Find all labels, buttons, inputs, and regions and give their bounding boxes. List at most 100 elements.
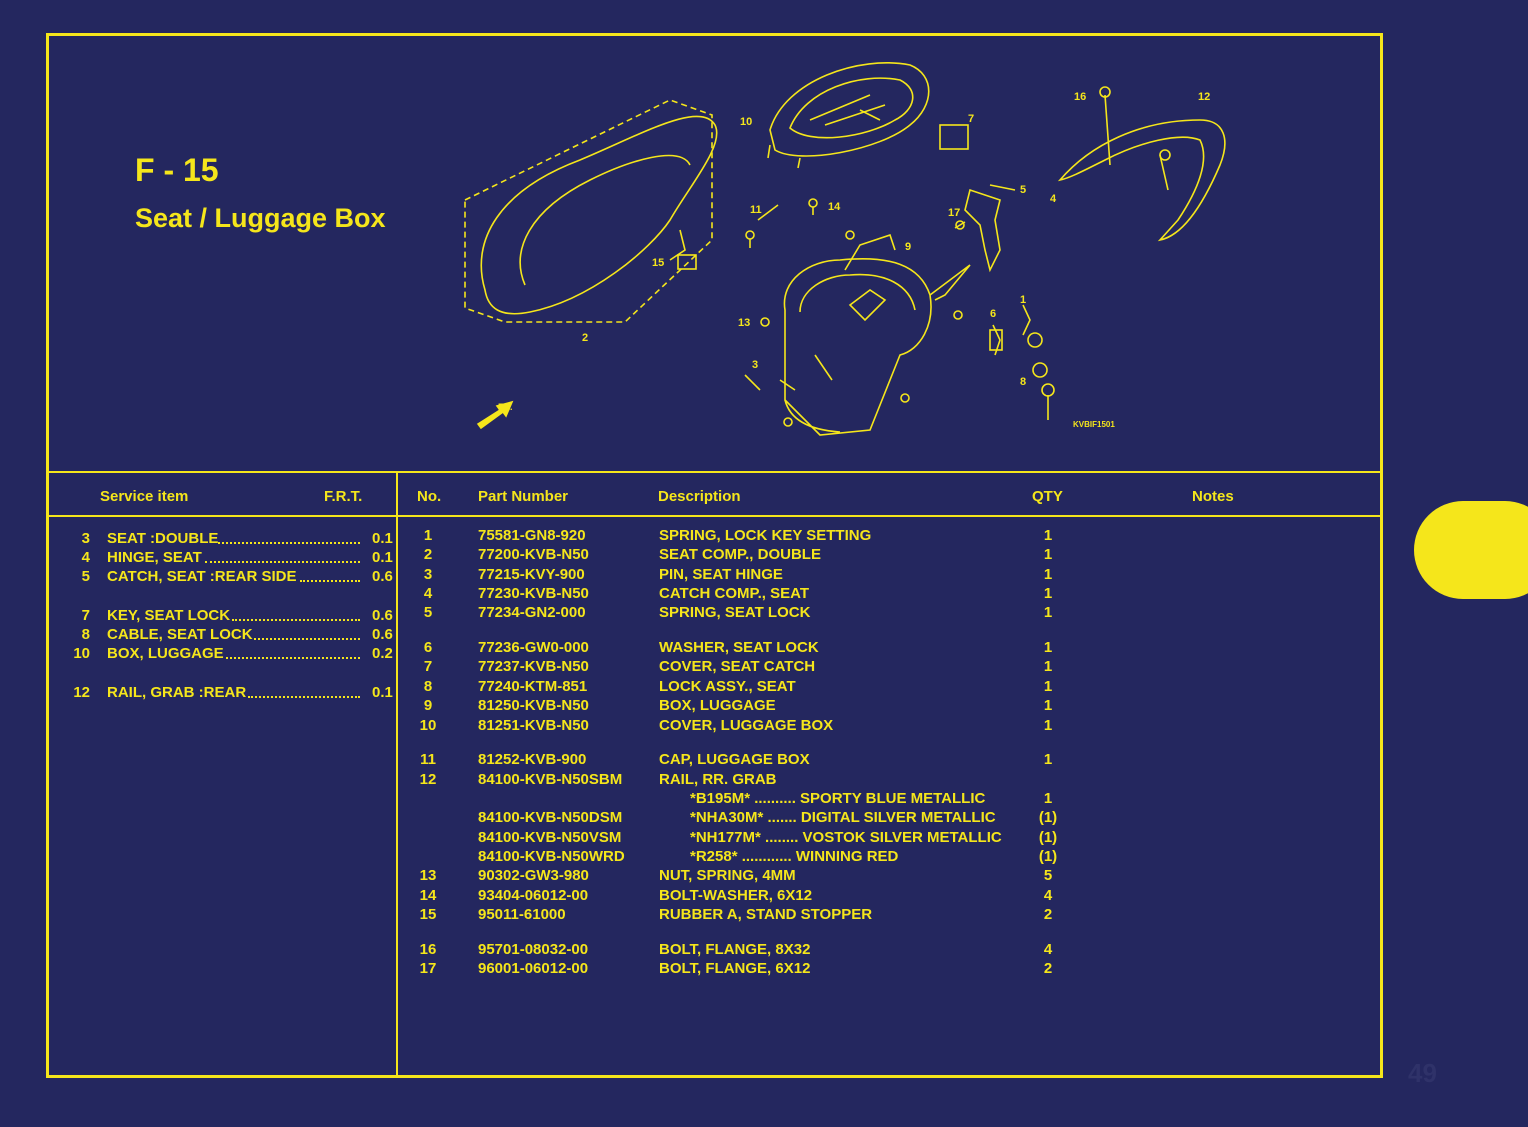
service-item-no: 12 <box>73 684 90 701</box>
front-label: FR. <box>498 402 513 412</box>
leader-dots <box>218 542 360 544</box>
diagram-code: KVBIF1501 <box>1073 420 1115 429</box>
part-number: 77237-KVB-N50 <box>478 658 589 675</box>
part-description: SEAT COMP., DOUBLE <box>659 546 821 563</box>
part-no: 5 <box>423 604 433 621</box>
service-item-name: BOX, LUGGAGE <box>107 645 224 662</box>
notes-header: Notes <box>1192 488 1234 505</box>
part-no: 9 <box>423 697 433 714</box>
part-qty: 4 <box>1043 887 1053 904</box>
part-number: 95701-08032-00 <box>478 941 589 958</box>
part-description: LOCK ASSY., SEAT <box>659 678 796 695</box>
part-number: 77234-GN2-000 <box>478 604 586 621</box>
part-description: *NH177M* ........ VOSTOK SILVER METALLIC <box>690 829 1002 846</box>
column-divider <box>396 472 398 1078</box>
header-divider <box>48 471 1382 473</box>
leader-dots <box>205 561 360 563</box>
callout-16: 16 <box>1074 91 1086 103</box>
service-item-no: 7 <box>81 607 90 624</box>
service-item-frt: 0.1 <box>372 684 393 701</box>
leader-dots <box>232 619 360 621</box>
service-item-name: RAIL, GRAB :REAR <box>107 684 247 701</box>
service-item-header: Service item <box>100 488 189 505</box>
part-qty: 1 <box>1043 639 1053 656</box>
callout-12: 12 <box>1198 91 1210 103</box>
part-description: BOX, LUGGAGE <box>659 697 776 714</box>
part-number: 96001-06012-00 <box>478 960 589 977</box>
service-item-frt: 0.1 <box>372 549 393 566</box>
part-description: *R258* ............ WINNING RED <box>690 848 899 865</box>
part-description: *NHA30M* ....... DIGITAL SILVER METALLIC <box>690 809 996 826</box>
part-qty: 1 <box>1043 790 1053 807</box>
part-no: 12 <box>419 771 437 788</box>
callout-13: 13 <box>738 317 750 329</box>
service-item-no: 10 <box>73 645 90 662</box>
grab-rail-drawing <box>1057 86 1226 242</box>
part-qty: 1 <box>1043 546 1053 563</box>
part-qty: 1 <box>1043 585 1053 602</box>
section-tab[interactable] <box>1414 501 1528 599</box>
callout-15: 15 <box>652 257 664 269</box>
service-item-frt: 0.1 <box>372 530 393 547</box>
part-description: SPRING, LOCK KEY SETTING <box>659 527 872 544</box>
part-qty: 5 <box>1043 867 1053 884</box>
service-item-name: SEAT :DOUBLE <box>107 530 219 547</box>
leader-dots <box>226 657 360 659</box>
part-qty: 2 <box>1043 960 1053 977</box>
service-row: 8 CABLE, SEAT LOCK 0.6 <box>60 625 400 644</box>
part-no: 14 <box>419 887 437 904</box>
part-description: COVER, LUGGAGE BOX <box>659 717 834 734</box>
service-item-name: KEY, SEAT LOCK <box>107 607 231 624</box>
part-number: 90302-GW3-980 <box>478 867 589 884</box>
part-qty: 1 <box>1043 678 1053 695</box>
seat-drawing <box>464 99 718 323</box>
part-qty: 1 <box>1043 604 1053 621</box>
service-row: 12 RAIL, GRAB :REAR 0.1 <box>60 683 400 702</box>
part-no: 13 <box>419 867 437 884</box>
part-qty: 4 <box>1043 941 1053 958</box>
part-number: 81251-KVB-N50 <box>478 717 589 734</box>
front-arrow-drawing <box>476 400 514 430</box>
figure-title: Seat / Luggage Box <box>135 203 386 233</box>
service-row: 4 HINGE, SEAT 0.1 <box>60 548 400 567</box>
figure-number: F - 15 <box>135 152 219 188</box>
part-description: WASHER, SEAT LOCK <box>659 639 819 656</box>
callout-6: 6 <box>990 308 996 320</box>
callout-8: 8 <box>1020 376 1026 388</box>
callout-3: 3 <box>752 359 758 371</box>
service-item-name: CABLE, SEAT LOCK <box>107 626 253 643</box>
service-row: 3 SEAT :DOUBLE 0.1 <box>60 529 400 548</box>
part-number: 95011-61000 <box>478 906 566 923</box>
callout-7: 7 <box>968 113 974 125</box>
part-number: 77230-KVB-N50 <box>478 585 589 602</box>
part-description: RAIL, RR. GRAB <box>659 771 777 788</box>
fasteners-drawing <box>745 198 965 427</box>
part-description: COVER, SEAT CATCH <box>659 658 816 675</box>
callout-1: 1 <box>1020 294 1026 306</box>
service-item-frt: 0.2 <box>372 645 393 662</box>
part-qty: 1 <box>1043 717 1053 734</box>
callout-4: 4 <box>1050 193 1057 205</box>
service-item-no: 4 <box>81 549 90 566</box>
part-no: 17 <box>419 960 437 977</box>
page-frame <box>46 33 1383 1078</box>
part-no: 10 <box>419 717 437 734</box>
service-row: 7 KEY, SEAT LOCK 0.6 <box>60 606 400 625</box>
seat-catch-drawing <box>939 124 1055 420</box>
part-qty: (1) <box>1038 848 1058 865</box>
part-qty: 1 <box>1043 751 1053 768</box>
callout-9: 9 <box>905 241 911 253</box>
part-number: 77236-GW0-000 <box>478 639 589 656</box>
service-item-frt: 0.6 <box>372 568 393 585</box>
qty-header: QTY <box>1032 488 1063 505</box>
no-header: No. <box>417 488 442 505</box>
page-number: 49 <box>1408 1058 1437 1088</box>
luggage-cover-drawing <box>767 62 930 169</box>
part-number: 84100-KVB-N50DSM <box>478 809 623 826</box>
service-item-no: 3 <box>81 530 90 547</box>
column-header-divider <box>48 515 1382 517</box>
service-item-name: HINGE, SEAT <box>107 549 202 566</box>
part-number: 77240-KTM-851 <box>478 678 588 695</box>
part-qty: 1 <box>1043 697 1053 714</box>
part-description: *B195M* .......... SPORTY BLUE METALLIC <box>690 790 986 807</box>
